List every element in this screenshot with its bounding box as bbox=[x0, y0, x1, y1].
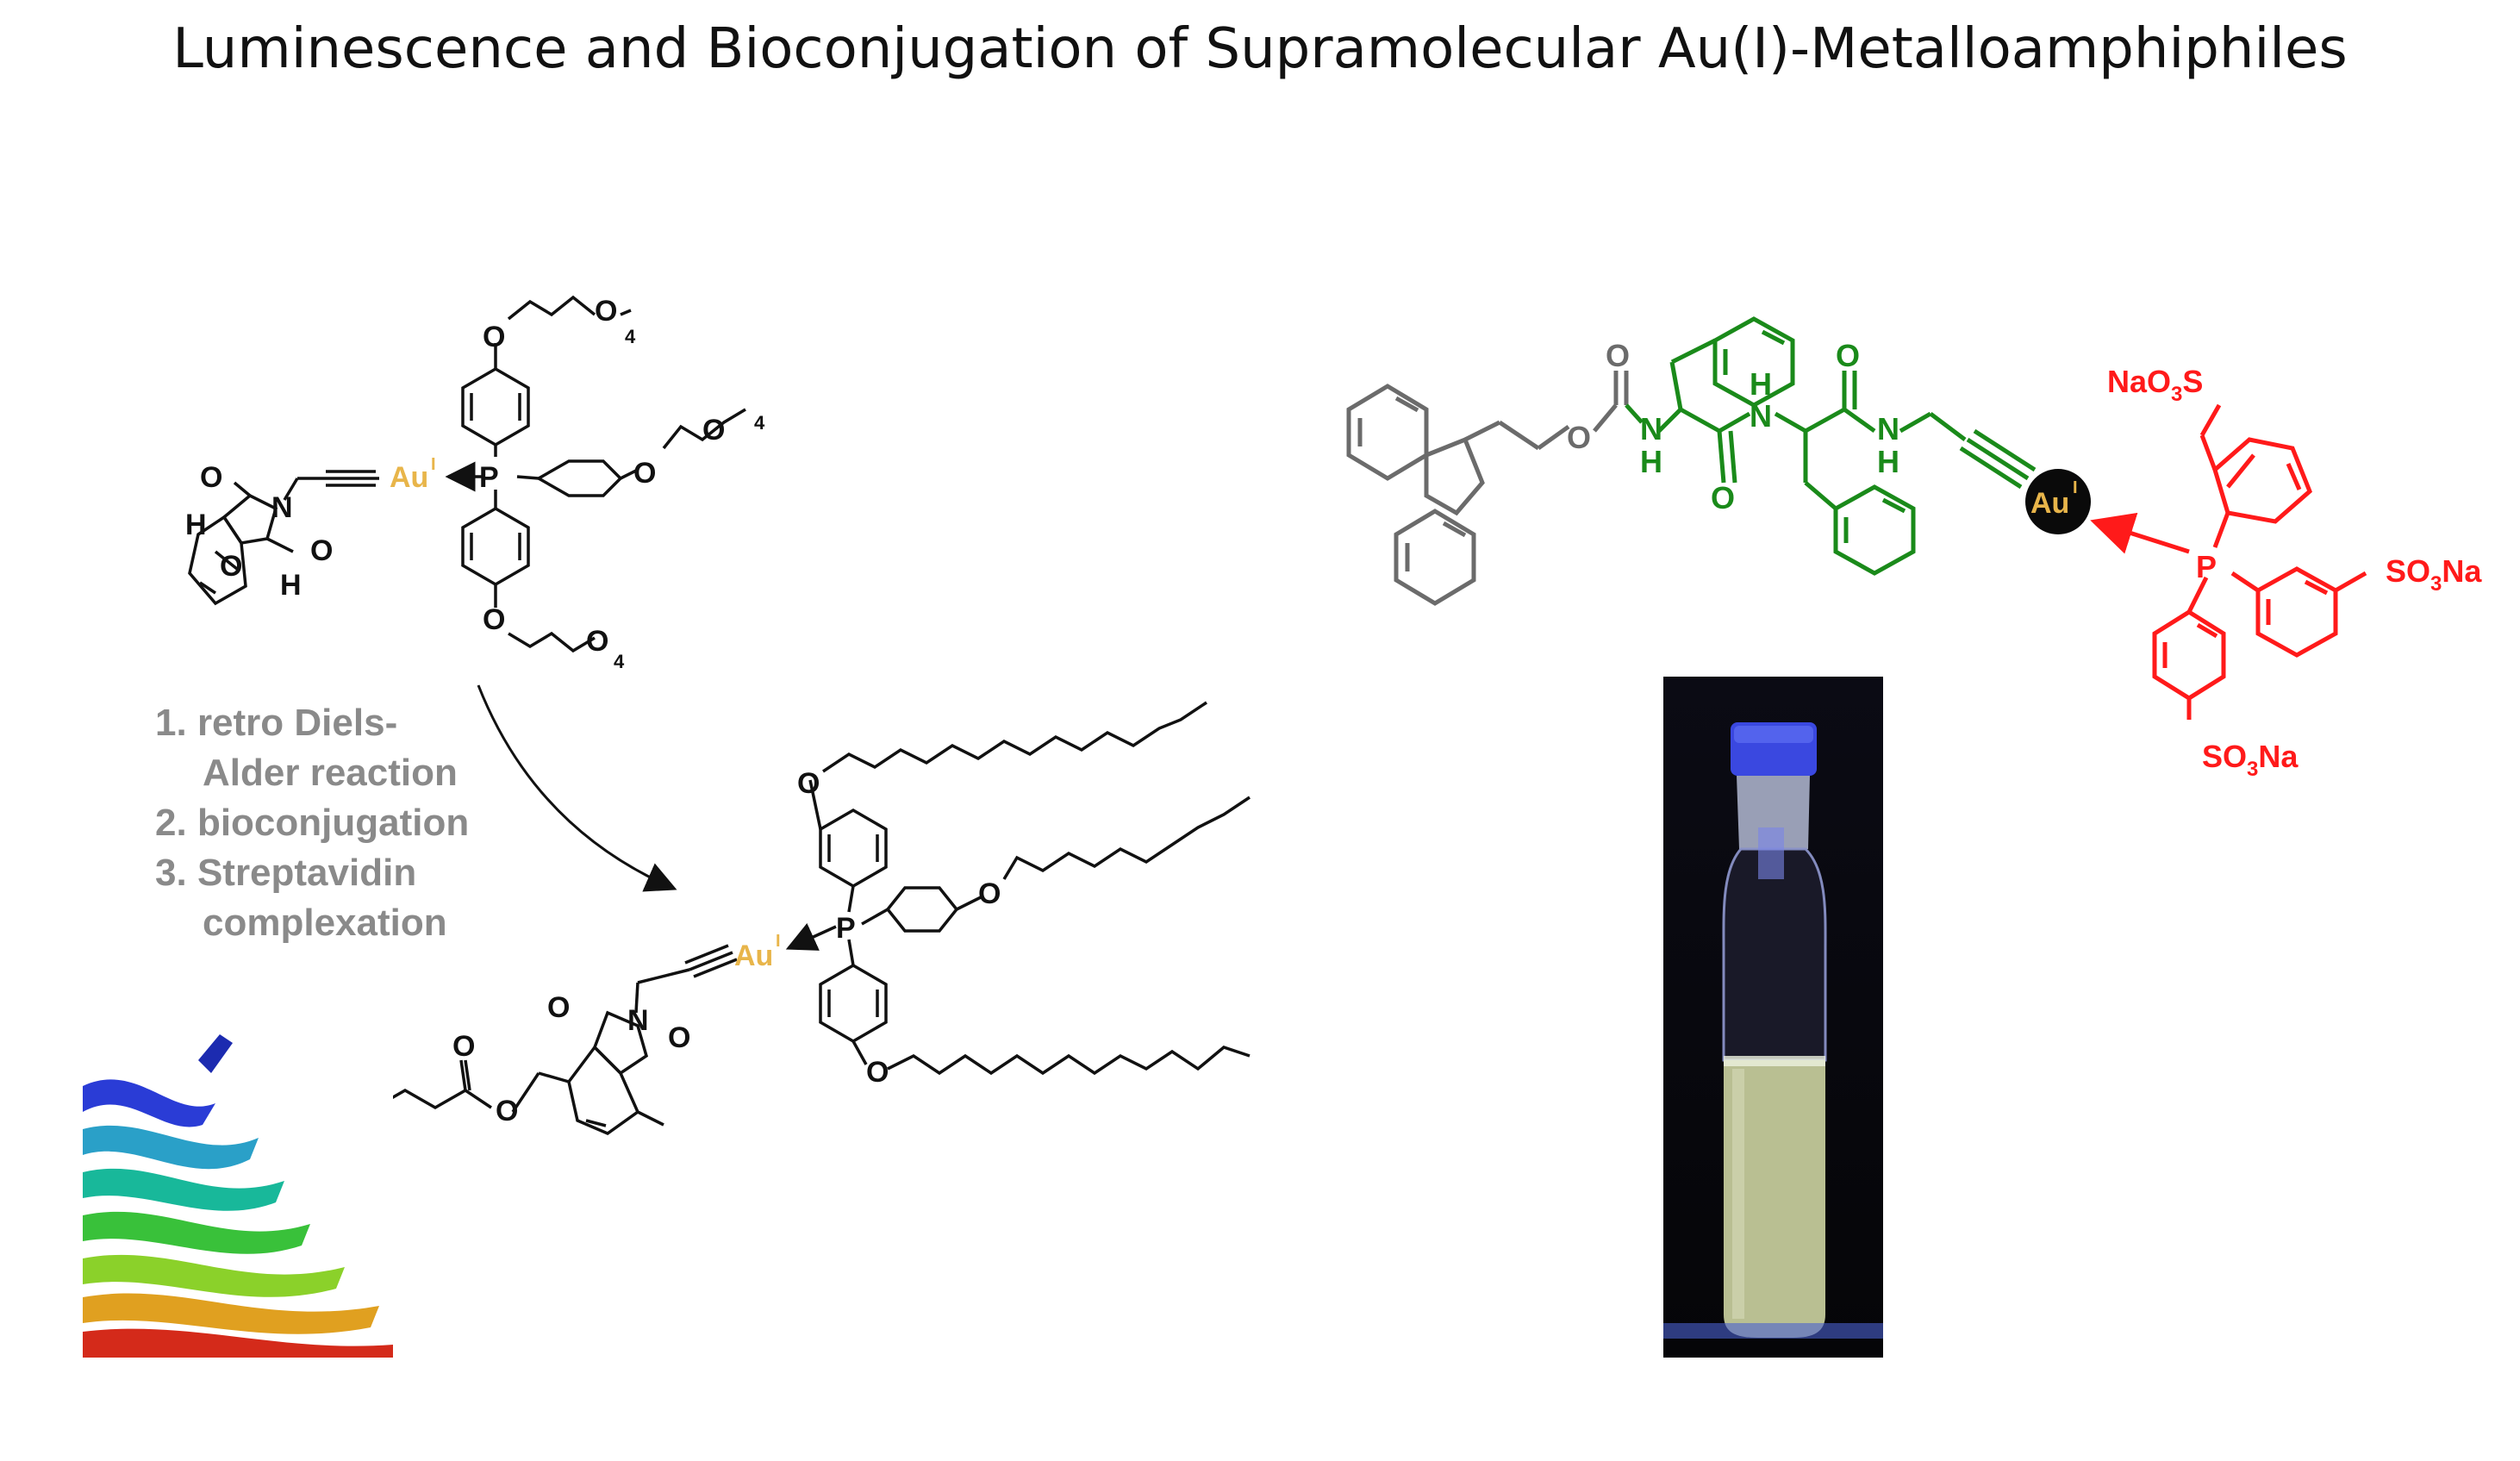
atom-o-p3: O bbox=[866, 1056, 889, 1089]
top-left-au: Au I bbox=[390, 455, 436, 494]
atom-o-pep2: O bbox=[1836, 338, 1860, 373]
atom-o-ester2: O bbox=[496, 1095, 518, 1127]
luminescent-vial-photo bbox=[1663, 677, 1883, 1358]
atom-o-bridge: O bbox=[220, 550, 242, 583]
product-au: Au I bbox=[734, 932, 781, 972]
atom-h2: H bbox=[280, 569, 302, 602]
atom-o-fmoc: O bbox=[1567, 420, 1591, 455]
step-3-cont: complexation bbox=[203, 902, 447, 944]
au-oxidation-2: I bbox=[776, 932, 781, 951]
atom-o-peg2: O bbox=[702, 414, 725, 446]
top-left-labels: P O O 4 O O 4 O O 4 N O O H O H bbox=[185, 295, 765, 672]
atom-h-n2: H bbox=[1750, 366, 1772, 402]
peg-sub-2: 4 bbox=[754, 412, 765, 434]
fmoc-group bbox=[1346, 371, 1629, 606]
atom-o-pep1: O bbox=[1711, 480, 1735, 515]
au-oxidation-3: I bbox=[2073, 478, 2078, 497]
atom-n-2: N bbox=[1750, 398, 1772, 434]
atom-o-peg1: O bbox=[595, 295, 617, 328]
step-1: 1. retro Diels- bbox=[155, 702, 398, 744]
atom-o-p1: O bbox=[797, 767, 820, 800]
atom-p-product: P bbox=[836, 912, 856, 945]
atom-au-3: Au bbox=[2030, 487, 2069, 520]
atom-p: P bbox=[479, 461, 499, 494]
atom-o-carbonyl-fmoc: O bbox=[1606, 338, 1630, 373]
atom-o-imide2: O bbox=[310, 534, 333, 567]
so3na-label-2: SO3Na bbox=[2202, 739, 2299, 781]
so3na-label-1: SO3Na bbox=[2386, 553, 2482, 596]
naso3s-label: NaO3S bbox=[2107, 364, 2203, 406]
peg-sub-3: 4 bbox=[614, 651, 625, 672]
atom-o-peg3: O bbox=[586, 625, 608, 658]
atom-h1: H bbox=[185, 509, 207, 541]
atom-o-p2: O bbox=[978, 877, 1001, 910]
au-oxidation-1: I bbox=[431, 455, 436, 474]
tppts-labels: P NaO3S SO3Na SO3Na bbox=[2107, 364, 2482, 781]
step-3: 3. Streptavidin bbox=[155, 852, 417, 894]
tppts-ligand bbox=[2090, 403, 2367, 720]
peptide-labels: N H O N H O N H bbox=[1640, 338, 1899, 515]
atom-n: N bbox=[271, 491, 293, 524]
au-center: Au I bbox=[2025, 469, 2091, 534]
step-1-cont: Alder reaction bbox=[203, 752, 458, 794]
fmoc-labels: O O bbox=[1567, 338, 1630, 455]
atom-o-imide-p1: O bbox=[547, 991, 570, 1024]
page-title: Luminescence and Bioconjugation of Supra… bbox=[172, 17, 2348, 81]
atom-au-2: Au bbox=[734, 940, 773, 972]
atom-o-imide-p2: O bbox=[668, 1021, 690, 1054]
step-2: 2. bioconjugation bbox=[155, 802, 470, 844]
atom-o-top: O bbox=[483, 321, 505, 353]
atom-o-ester1: O bbox=[452, 1030, 475, 1063]
atom-o-right: O bbox=[633, 457, 656, 490]
top-left-au-complex bbox=[188, 295, 746, 653]
atom-au-1: Au bbox=[390, 461, 428, 494]
product-au-complex bbox=[257, 701, 1251, 1285]
atom-o-bottom: O bbox=[483, 603, 505, 636]
atom-n-1: N bbox=[1640, 411, 1662, 446]
peg-sub-1: 4 bbox=[625, 326, 636, 347]
atom-p-tppts: P bbox=[2196, 549, 2217, 584]
atom-h-n1: H bbox=[1640, 444, 1662, 479]
atom-n-3: N bbox=[1877, 411, 1899, 446]
reaction-arrow bbox=[477, 684, 677, 892]
diphenylalanine bbox=[1625, 316, 2037, 576]
streptavidin-ribbon bbox=[83, 1034, 393, 1358]
atom-n-product: N bbox=[627, 1004, 649, 1037]
reaction-steps: 1. retro Diels- Alder reaction 2. biocon… bbox=[155, 698, 469, 948]
atom-h-n3: H bbox=[1877, 444, 1899, 479]
atom-o-imide1: O bbox=[200, 461, 222, 494]
